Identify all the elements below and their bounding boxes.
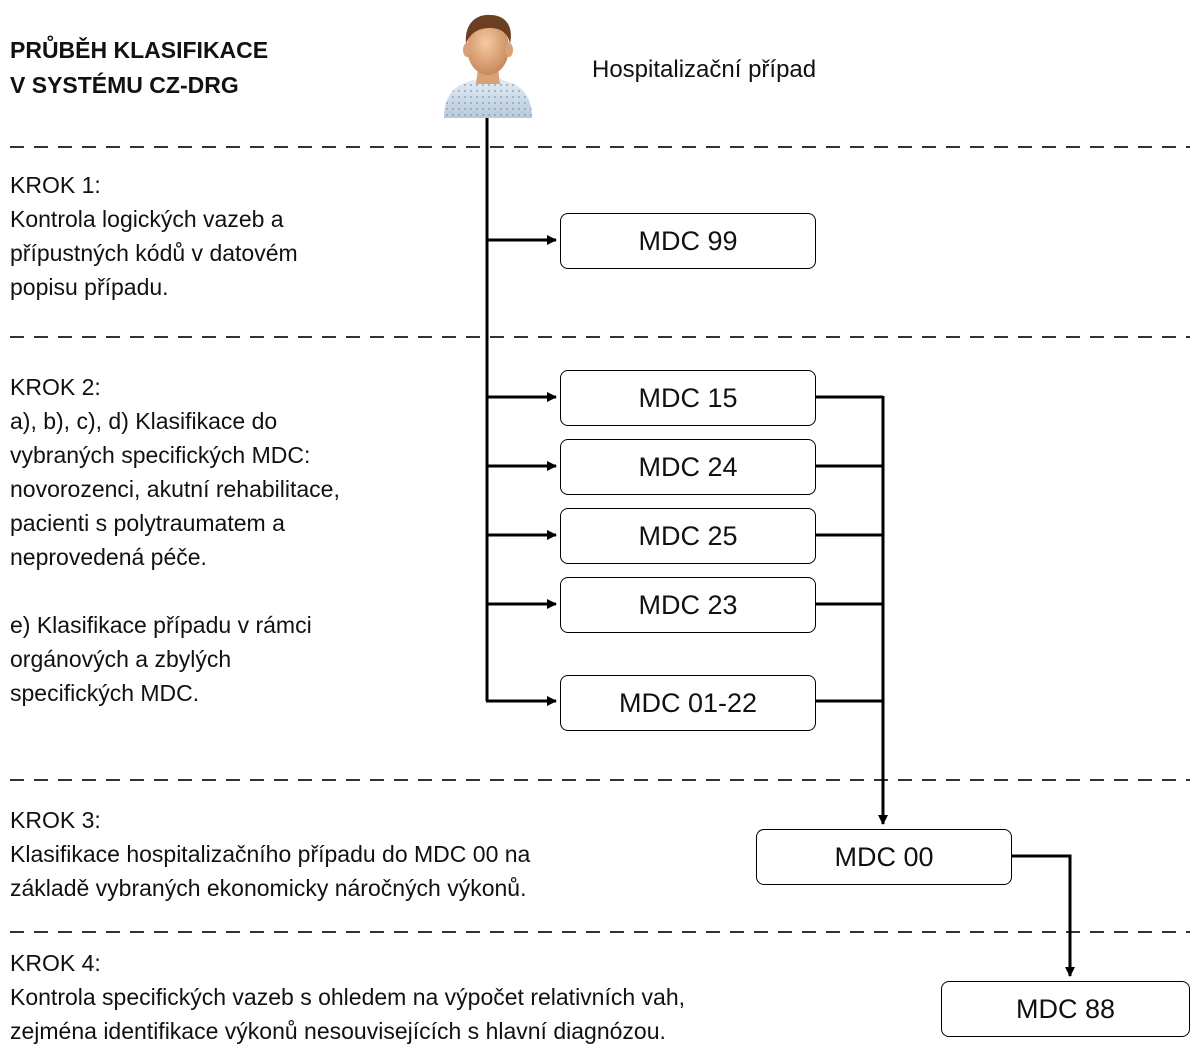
- step-4-line: Kontrola specifických vazeb s ohledem na…: [10, 984, 686, 1010]
- step-2-line: neprovedená péče.: [10, 544, 207, 570]
- step-1-text: KROK 1: Kontrola logických vazeb a přípu…: [10, 168, 298, 304]
- diagram-title: PRŮBĚH KLASIFIKACE V SYSTÉMU CZ-DRG: [10, 33, 268, 103]
- step-1-heading: KROK 1:: [10, 172, 101, 198]
- mdc-99-box: MDC 99: [560, 213, 816, 269]
- step-1-line: popisu případu.: [10, 274, 169, 300]
- title-line-2: V SYSTÉMU CZ-DRG: [10, 72, 239, 98]
- step-2-line: specifických MDC.: [10, 680, 200, 706]
- patient-label: Hospitalizační případ: [592, 56, 817, 83]
- step-4-heading: KROK 4:: [10, 950, 101, 976]
- mdc-23-box: MDC 23: [560, 577, 816, 633]
- step-1-line: přípustných kódů v datovém: [10, 240, 298, 266]
- patient-avatar-icon: [438, 10, 538, 125]
- step-2-line: novorozenci, akutní rehabilitace,: [10, 476, 340, 502]
- step-2-heading: KROK 2:: [10, 374, 101, 400]
- step-2-text: KROK 2: a), b), c), d) Klasifikace do vy…: [10, 370, 340, 710]
- step-2-line: pacienti s polytraumatem a: [10, 510, 285, 536]
- step-4-text: KROK 4: Kontrola specifických vazeb s oh…: [10, 946, 685, 1048]
- step-2-line: orgánových a zbylých: [10, 646, 232, 672]
- title-line-1: PRŮBĚH KLASIFIKACE: [10, 37, 269, 63]
- step-3-line: základě vybraných ekonomicky náročných v…: [10, 875, 527, 901]
- step-2-line: e) Klasifikace případu v rámci: [10, 612, 312, 638]
- mdc-01-22-box: MDC 01-22: [560, 675, 816, 731]
- step-3-line: Klasifikace hospitalizačního případu do …: [10, 841, 531, 867]
- step-2-line: a), b), c), d) Klasifikace do: [10, 408, 278, 434]
- step-1-line: Kontrola logických vazeb a: [10, 206, 284, 232]
- step-2-spacer: [10, 574, 340, 608]
- mdc-24-box: MDC 24: [560, 439, 816, 495]
- step-2-line: vybraných specifických MDC:: [10, 442, 311, 468]
- connector-mdc00-mdc88: [1011, 854, 1075, 977]
- step-4-line: zejména identifikace výkonů nesouvisejíc…: [10, 1018, 666, 1044]
- mdc-15-box: MDC 15: [560, 370, 816, 426]
- mdc-25-box: MDC 25: [560, 508, 816, 564]
- mdc-00-box: MDC 00: [756, 829, 1012, 885]
- step-3-text: KROK 3: Klasifikace hospitalizačního pří…: [10, 803, 530, 905]
- mdc-88-box: MDC 88: [941, 981, 1190, 1037]
- section-dividers: [10, 146, 1190, 933]
- step-3-heading: KROK 3:: [10, 807, 101, 833]
